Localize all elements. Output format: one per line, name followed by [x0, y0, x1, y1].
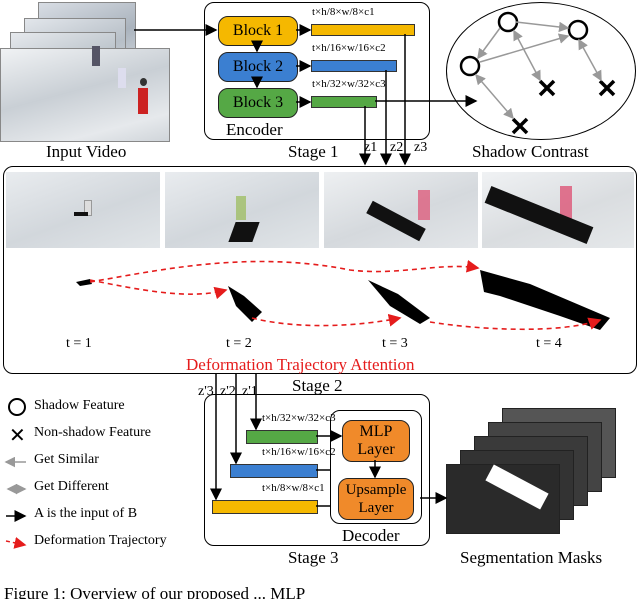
encoder-label: Encoder — [226, 120, 283, 139]
feature-dim-2: t×h/16×w/16×c2 — [312, 42, 386, 54]
decoder-dim-2: t×h/16×w/16×c2 — [262, 446, 336, 458]
time-label-4: t = 4 — [536, 336, 562, 351]
stage3-box — [204, 394, 430, 546]
feature-map-2 — [311, 60, 397, 72]
block3: Block 3 — [218, 88, 298, 118]
time-label-1: t = 1 — [66, 336, 92, 351]
z1-label: z1 — [364, 140, 378, 155]
encoder-arrows — [134, 24, 478, 166]
legend-non-shadow-feature: Non-shadow Feature — [34, 425, 152, 440]
decoder-feature-1 — [212, 500, 318, 514]
feature-map-1 — [311, 24, 415, 36]
legend-get-similar: Get Similar — [34, 452, 99, 467]
decoder-label: Decoder — [342, 526, 400, 545]
upsample-layer-block: Upsample Layer — [338, 478, 414, 520]
legend-deformation-trajectory: Deformation Trajectory — [34, 533, 167, 548]
stage1-box — [204, 2, 430, 140]
figure-caption: Figure 1: Overview of our proposed ... M… — [4, 584, 306, 599]
decoder-dim-1: t×h/8×w/8×c1 — [262, 482, 325, 494]
legend-shadow-feature: Shadow Feature — [34, 398, 125, 413]
mlp-layer-block: MLP Layer — [342, 420, 410, 462]
z1-prime-label: z'1 — [242, 384, 258, 399]
feature-dim-1: t×h/8×w/8×c1 — [312, 6, 375, 18]
legend-circle-icon — [8, 398, 26, 416]
decoder-dim-3: t×h/32×w/32×c3 — [262, 412, 336, 424]
trajectory-dashes — [89, 259, 602, 331]
decoder-feature-2 — [230, 464, 318, 478]
input-video-label: Input Video — [46, 142, 127, 161]
shadow-contrast-label: Shadow Contrast — [472, 142, 589, 161]
decoder-feature-3 — [246, 430, 318, 444]
decoder-box — [330, 410, 422, 524]
stage2-box — [3, 166, 637, 374]
legend-input-of: A is the input of B — [34, 506, 138, 521]
trajectory-attention-label: Deformation Trajectory Attention — [186, 355, 415, 374]
z2-label: z2 — [390, 140, 404, 155]
feature-map-3 — [311, 96, 377, 108]
feature-dim-3: t×h/32×w/32×c3 — [312, 78, 386, 90]
segmentation-masks-label: Segmentation Masks — [460, 548, 603, 567]
time-label-2: t = 2 — [226, 336, 252, 351]
stage3-label: Stage 3 — [288, 548, 339, 567]
trajectory-masks — [76, 270, 610, 330]
z2-prime-label: z'2 — [220, 384, 236, 399]
legend-icons — [4, 456, 27, 549]
shadow-contrast-glyphs — [459, 11, 616, 135]
time-label-3: t = 3 — [382, 336, 408, 351]
z3-label: z3 — [414, 140, 428, 155]
legend-cross-icon: ✕ — [9, 423, 26, 447]
legend-get-different: Get Different — [34, 479, 109, 494]
stage2-label: Stage 2 — [292, 376, 343, 395]
shadow-contrast-ellipse — [446, 2, 636, 140]
stage1-label: Stage 1 — [288, 142, 339, 161]
decoder-arrows — [210, 374, 448, 507]
